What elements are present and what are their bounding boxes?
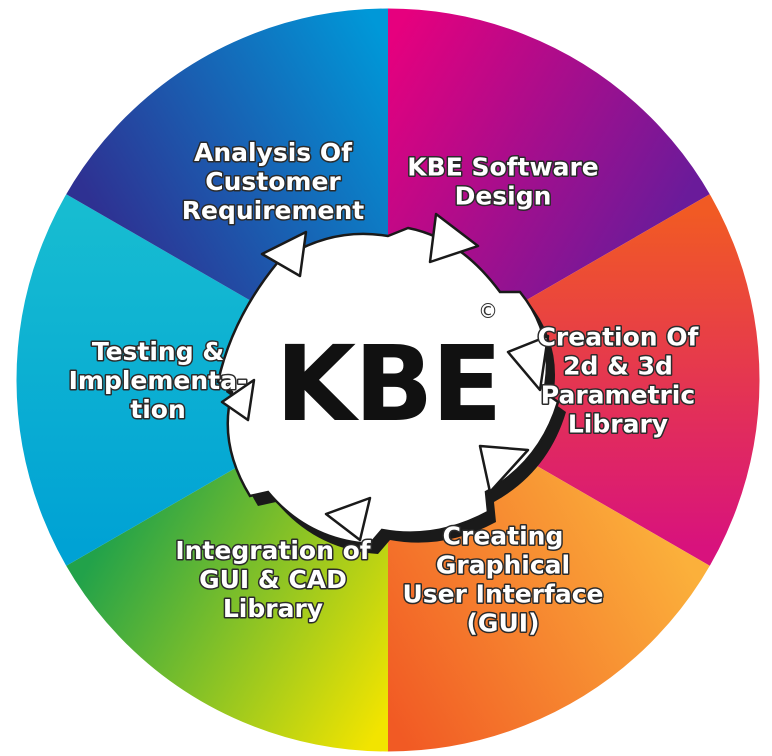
center-hub: KBE © (216, 212, 566, 554)
segment-label-line: GUI & CAD (199, 565, 347, 594)
segment-label-line: Library (223, 594, 323, 623)
segment-creation-parametric-library (388, 194, 760, 566)
center-title: KBE (276, 323, 501, 445)
segment-label-line: Graphical (436, 551, 570, 580)
segment-label-line: 2d & 3d (563, 352, 673, 381)
wheel-outline (15, 7, 761, 753)
segment-label-line: Library (568, 410, 668, 439)
segment-label-line: Creation Of (538, 323, 700, 352)
segment-label-line: Implementa- (69, 366, 248, 395)
segment-label-line: Integration of (175, 536, 371, 565)
arrowhead-icon (324, 496, 372, 542)
segment-label-line: Parametric (541, 381, 695, 410)
segment-label-line: KBE Software (407, 152, 598, 181)
copyright-mark: © (478, 299, 498, 323)
segment-label-line: Requirement (182, 196, 365, 225)
segment-label-line: (GUI) (467, 609, 540, 638)
segment-label-line: Analysis Of (194, 138, 353, 167)
arrowhead-icon (260, 230, 308, 278)
segment-testing-implementation (15, 194, 388, 566)
segment-label-line: Testing & (92, 337, 224, 366)
arrowhead-icon (428, 212, 480, 264)
cycle-arrowheads (220, 212, 550, 542)
segment-label-line: Design (455, 181, 552, 210)
arrowhead-icon (506, 334, 550, 392)
segment-label-line: Creating (443, 522, 564, 551)
arrowhead-icon (478, 444, 530, 494)
segment-label-line: tion (130, 395, 186, 424)
segment-label-testing-implementation: Testing &Implementa-tion (69, 337, 248, 424)
segment-label-line: User Interface (402, 580, 603, 609)
arrowhead-icon (220, 378, 256, 422)
segment-label-line: Customer (205, 167, 341, 196)
